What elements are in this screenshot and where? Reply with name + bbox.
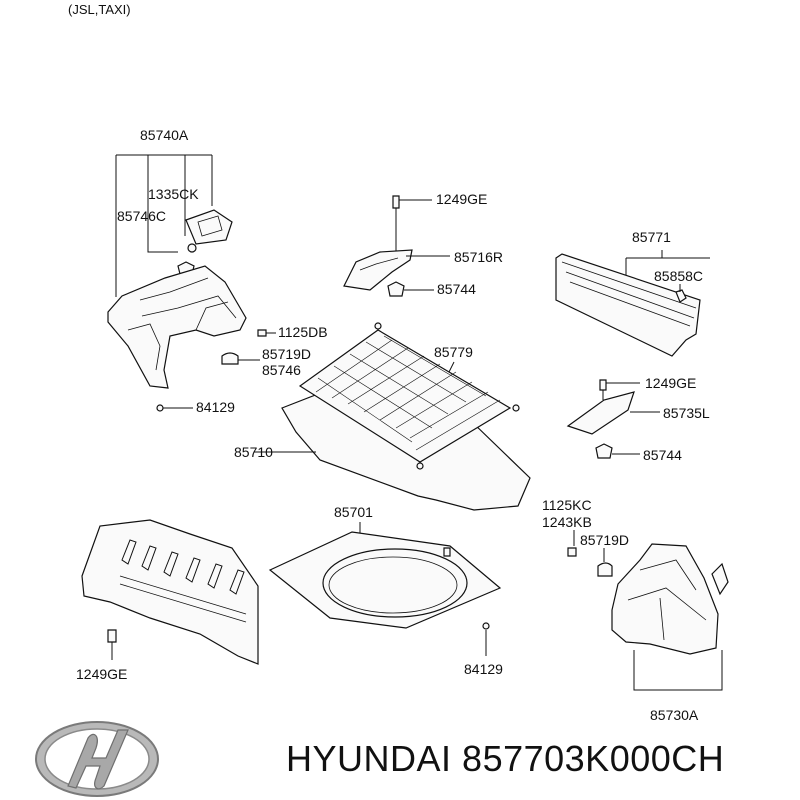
- label-85735L: 85735L: [663, 405, 710, 421]
- right-side-trim-panel: [611, 543, 719, 655]
- label-85771: 85771: [632, 229, 671, 245]
- label-84129-left: 84129: [196, 399, 235, 415]
- label-1125DB: 1125DB: [278, 324, 328, 340]
- cover-group: 1249GE 85735L 85744: [566, 375, 710, 463]
- bracket-group: 1249GE 85716R 85744: [343, 191, 503, 297]
- rear-garnish-panel: [555, 253, 701, 357]
- bolt-1249GE-top: [392, 195, 400, 209]
- luggage-tray-group: 85701 84129: [268, 504, 503, 677]
- label-1249GE-right: 1249GE: [645, 375, 696, 391]
- net-mesh: [315, 335, 501, 451]
- right-trim-group: 1125KC 1243KB 85719D 85730A: [542, 497, 729, 723]
- clip-85744-right: [595, 443, 613, 459]
- label-85858C: 85858C: [654, 268, 703, 284]
- spare-tire-well: [322, 548, 468, 618]
- label-85744-right: 85744: [643, 447, 682, 463]
- part-number: 857703K000CH: [462, 738, 725, 779]
- hyundai-logo: [35, 721, 159, 797]
- luggage-net: [298, 329, 512, 463]
- label-85701: 85701: [334, 504, 373, 520]
- pin-84129-bottom: [482, 622, 490, 630]
- left-side-trim-panel: [107, 265, 247, 389]
- trim-insert: [711, 562, 729, 596]
- panel-ribs: [121, 539, 245, 595]
- label-1243KB: 1243KB: [542, 514, 592, 530]
- label-85730A: 85730A: [650, 707, 699, 723]
- label-1249GE-bottom: 1249GE: [76, 666, 127, 682]
- bracket-85716R: [343, 249, 413, 291]
- bolt-1249GE-right: [599, 379, 607, 391]
- label-85779: 85779: [434, 344, 473, 360]
- clip-85719D-right: [597, 562, 613, 577]
- label-85719D-left: 85719D: [262, 346, 311, 362]
- cover-85735L: [566, 391, 635, 435]
- pin-84129-left: [156, 404, 164, 412]
- brand-part-title: HYUNDAI 857703K000CH: [286, 738, 724, 780]
- label-85744-top: 85744: [437, 281, 476, 297]
- clip-bracket: [185, 209, 233, 245]
- clip-85744-top: [387, 281, 405, 297]
- clip-85719D: [221, 352, 239, 365]
- luggage-net-group: 85779 85710: [234, 322, 531, 511]
- brand-make: HYUNDAI: [286, 738, 452, 779]
- left-trim-group: 85740A 1335CK 85746C 1125DB 85719D 85746…: [107, 127, 328, 415]
- bolt-1249GE-bottom: [107, 629, 117, 643]
- label-85740A: 85740A: [140, 127, 189, 143]
- screw-1125DB: [257, 329, 267, 337]
- label-1125KC: 1125KC: [542, 497, 592, 513]
- rear-garnish-group: 85771 85858C: [555, 229, 710, 357]
- label-85719D-right: 85719D: [580, 532, 629, 548]
- label-85746C: 85746C: [117, 208, 166, 224]
- label-1249GE-top: 1249GE: [436, 191, 487, 207]
- variant-header: (JSL,TAXI): [68, 2, 131, 17]
- label-85710: 85710: [234, 444, 273, 460]
- label-84129-bottom: 84129: [464, 661, 503, 677]
- bolt-1125KC: [567, 547, 577, 557]
- label-85746: 85746: [262, 362, 301, 378]
- label-85716R: 85716R: [454, 249, 503, 265]
- lower-left-panel-group: 1249GE: [76, 519, 259, 682]
- label-1335CK: 1335CK: [148, 186, 199, 202]
